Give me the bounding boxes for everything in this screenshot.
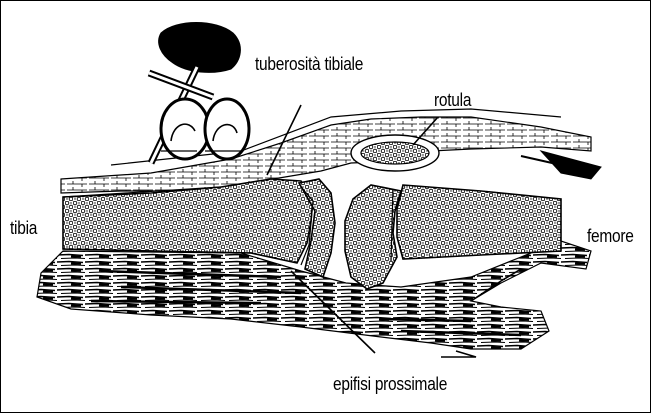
syringe-icon <box>149 23 249 164</box>
label-tuberosita-tibiale: tuberosità tibiale <box>255 55 363 73</box>
label-rotula: rotula <box>434 91 471 109</box>
femur-bone <box>345 185 561 289</box>
patella <box>351 135 439 171</box>
label-tibia: tibia <box>10 219 37 237</box>
label-femore: femore <box>587 227 634 245</box>
patellar-tendon-band <box>61 109 601 193</box>
label-epifisi-prossimale: epifisi prossimale <box>333 375 447 393</box>
